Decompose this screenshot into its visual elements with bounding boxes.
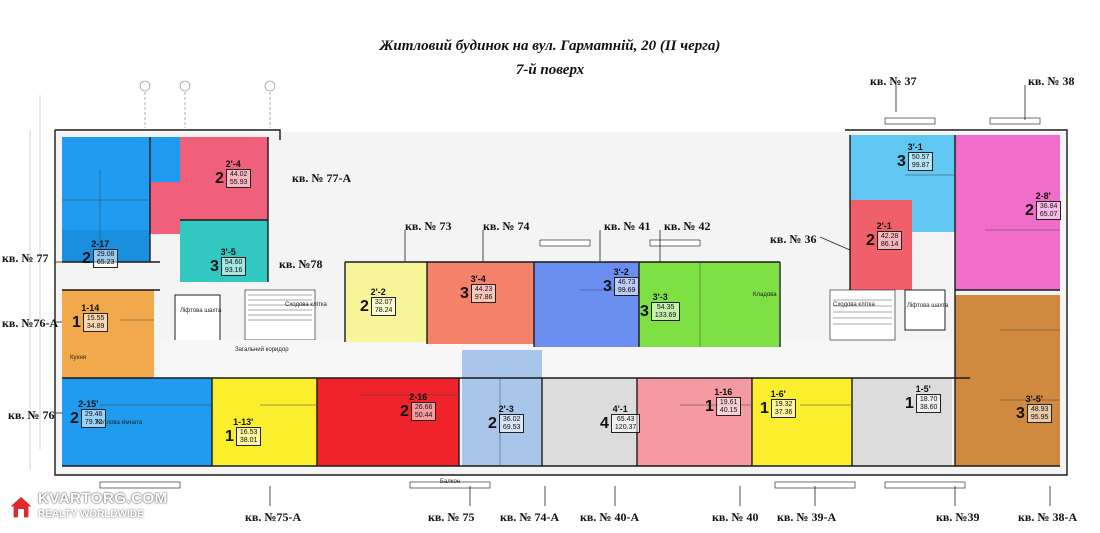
label-apt-74a: кв. № 74-А	[500, 510, 560, 524]
room-orange-76a	[62, 290, 154, 378]
label-apt-42: кв. № 42	[664, 219, 711, 233]
label-apt-77: кв. № 77	[2, 251, 49, 265]
note-stair-2: Сходова клітка	[833, 302, 875, 308]
watermark-sub: REALTY WORLDWIDE	[38, 509, 144, 520]
page-subtitle: 7-й поверх	[515, 62, 585, 78]
room-gray-39	[852, 378, 952, 466]
label-apt-37: кв. № 37	[870, 74, 917, 88]
room-purple-41	[534, 262, 639, 347]
label-apt-39: кв. №39	[936, 510, 980, 524]
note-corridor: Загальний коридор	[235, 347, 289, 353]
label-apt-39a: кв. № 39-А	[777, 510, 837, 524]
label-apt-75: кв. № 75	[428, 510, 475, 524]
label-apt-78: кв. №78	[279, 257, 323, 271]
room-yellow-75a	[212, 378, 317, 466]
label-apt-77a: кв. № 77-А	[292, 171, 352, 185]
label-apt-74: кв. № 74	[483, 219, 530, 233]
axis-markers	[29, 80, 276, 470]
room-brown-38a	[955, 295, 1060, 466]
label-apt-40a: кв. № 40-А	[580, 510, 640, 524]
label-apt-75a: кв. №75-А	[245, 510, 302, 524]
label-apt-36: кв. № 36	[770, 232, 817, 246]
note-lift-2: Ліфтова шахта	[907, 303, 949, 309]
room-lightpink-40	[637, 378, 752, 466]
label-apt-38a: кв. № 38-А	[1018, 510, 1078, 524]
watermark: KVARTORG.COM REALTY WORLDWIDE	[8, 490, 188, 530]
house-icon	[8, 495, 34, 519]
note-lift-1: Ліфтова шахта	[180, 308, 222, 314]
watermark-brand: KVARTORG.COM	[38, 490, 168, 507]
label-apt-76a: кв. №76-А	[2, 316, 59, 330]
note-living: Житлова кімната	[95, 420, 143, 426]
note-stair-1: Сходова клітка	[285, 302, 327, 308]
room-yellow-39a	[752, 378, 852, 466]
room-red-75	[317, 378, 459, 466]
note-storage: Кладова	[753, 292, 777, 298]
label-apt-73: кв. № 73	[405, 219, 452, 233]
page-title: Житловий будинок на вул. Гарматній, 20 (…	[379, 38, 721, 54]
room-skyblue-37	[850, 135, 955, 197]
label-apt-38: кв. № 38	[1028, 74, 1075, 88]
label-apt-76: кв. № 76	[8, 408, 55, 422]
label-apt-41: кв. № 41	[604, 219, 651, 233]
note-balcony: Балкон	[440, 479, 461, 485]
room-lightblue-74a	[462, 350, 542, 466]
note-kitchen: Кухня	[70, 355, 87, 361]
label-apt-40: кв. № 40	[712, 510, 759, 524]
